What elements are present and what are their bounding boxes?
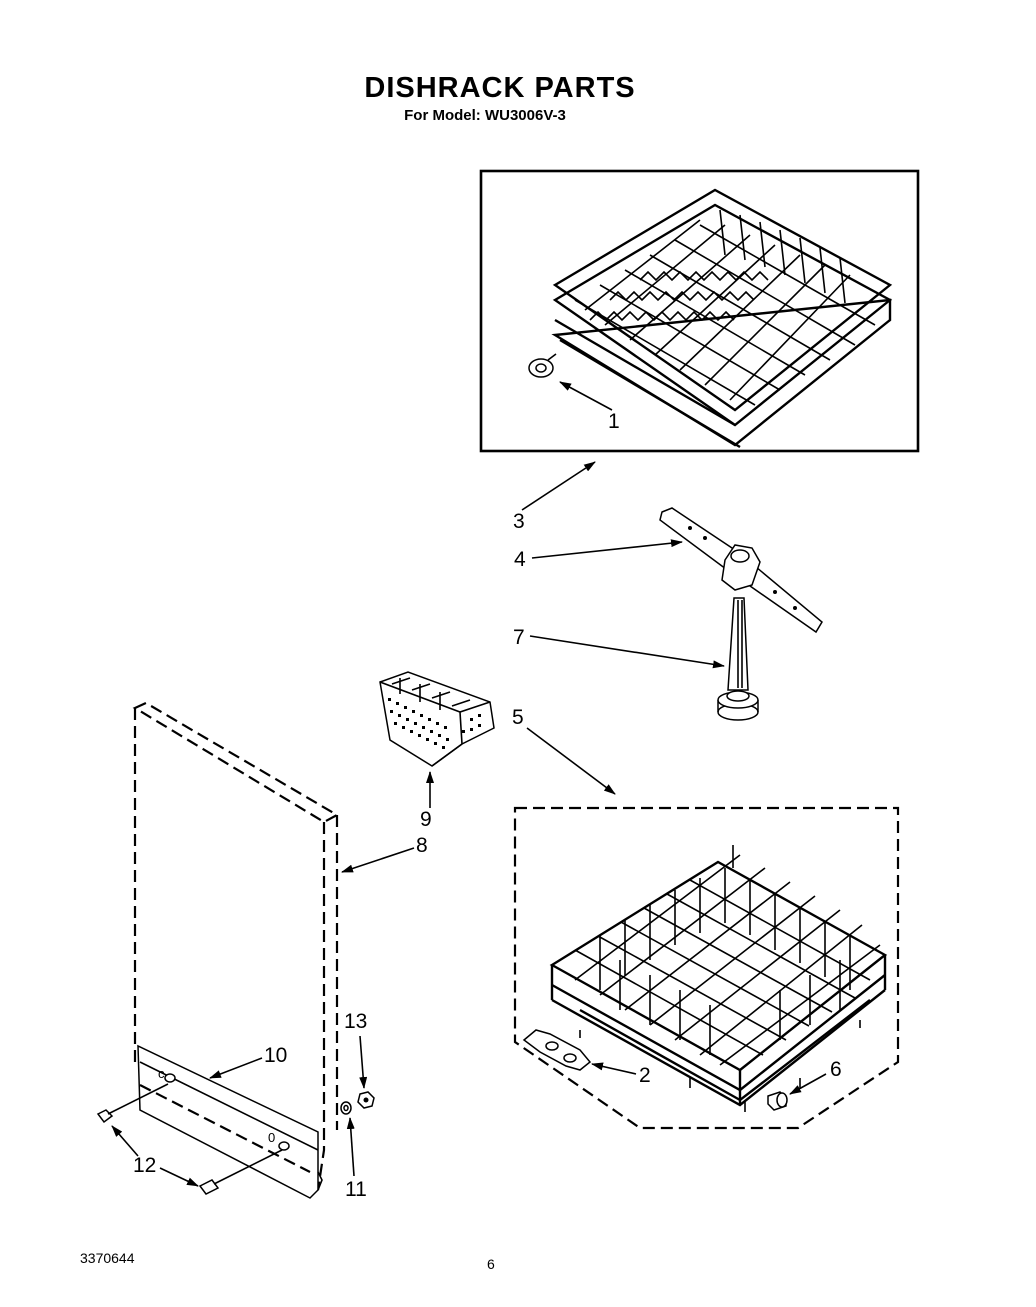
callout-10: 10 (264, 1044, 287, 1067)
washer (340, 1101, 352, 1115)
callout-3: 3 (513, 510, 525, 533)
rack-roller-bracket (522, 1029, 592, 1071)
svg-text:0: 0 (268, 1130, 275, 1145)
document-number: 3370644 (80, 1250, 135, 1266)
callout-8: 8 (416, 834, 428, 857)
callout-1-leader (559, 381, 613, 411)
lower-rack-frame (513, 806, 900, 1130)
callout-4-leader (531, 539, 683, 559)
callout-6: 6 (830, 1058, 842, 1081)
callout-13-leader (359, 1035, 368, 1089)
hex-nut (357, 1091, 375, 1109)
callout-8-leader (341, 847, 415, 873)
callout-11-leader (346, 1117, 355, 1177)
door-panel (132, 701, 340, 1191)
callout-12: 12 (133, 1154, 156, 1177)
lower-rack-assembly: 2 6 (513, 806, 900, 1130)
trim-screw-bottom (198, 1149, 283, 1195)
callout-12-leader-b (159, 1167, 199, 1187)
callout-7-leader (529, 635, 725, 669)
door-trim-strip: c 0 (137, 1044, 323, 1199)
callout-5: 5 (512, 706, 524, 729)
callout-10-leader (209, 1057, 263, 1079)
callout-2: 2 (639, 1064, 651, 1087)
callout-12-leader-a (111, 1125, 139, 1157)
upper-rack-assembly: 1 (479, 169, 920, 453)
callout-3-leader (521, 461, 596, 511)
callout-7: 7 (513, 626, 525, 649)
upper-rack-frame (479, 169, 920, 453)
page-number: 6 (487, 1256, 495, 1272)
page-title: DISHRACK PARTS (364, 72, 636, 104)
callout-1: 1 (608, 410, 620, 433)
rack-roller (767, 1091, 788, 1111)
spray-arm-supply-tube (717, 597, 759, 721)
callout-5-leader (526, 727, 616, 795)
callout-4: 4 (514, 548, 526, 571)
model-subtitle: For Model: WU3006V-3 (404, 107, 566, 124)
svg-text:c: c (158, 1066, 165, 1081)
trim-screw-top (96, 1083, 169, 1124)
callout-9: 9 (420, 808, 432, 831)
silverware-basket (379, 671, 495, 767)
lower-dishrack-drawing (549, 845, 888, 1112)
callout-6-leader (789, 1073, 827, 1095)
callout-2-leader (591, 1062, 637, 1075)
spray-arm (659, 507, 823, 634)
rack-stop-clip (528, 353, 557, 378)
callout-13: 13 (344, 1010, 367, 1033)
callout-11: 11 (345, 1178, 367, 1201)
upper-dishrack-drawing (551, 188, 893, 449)
